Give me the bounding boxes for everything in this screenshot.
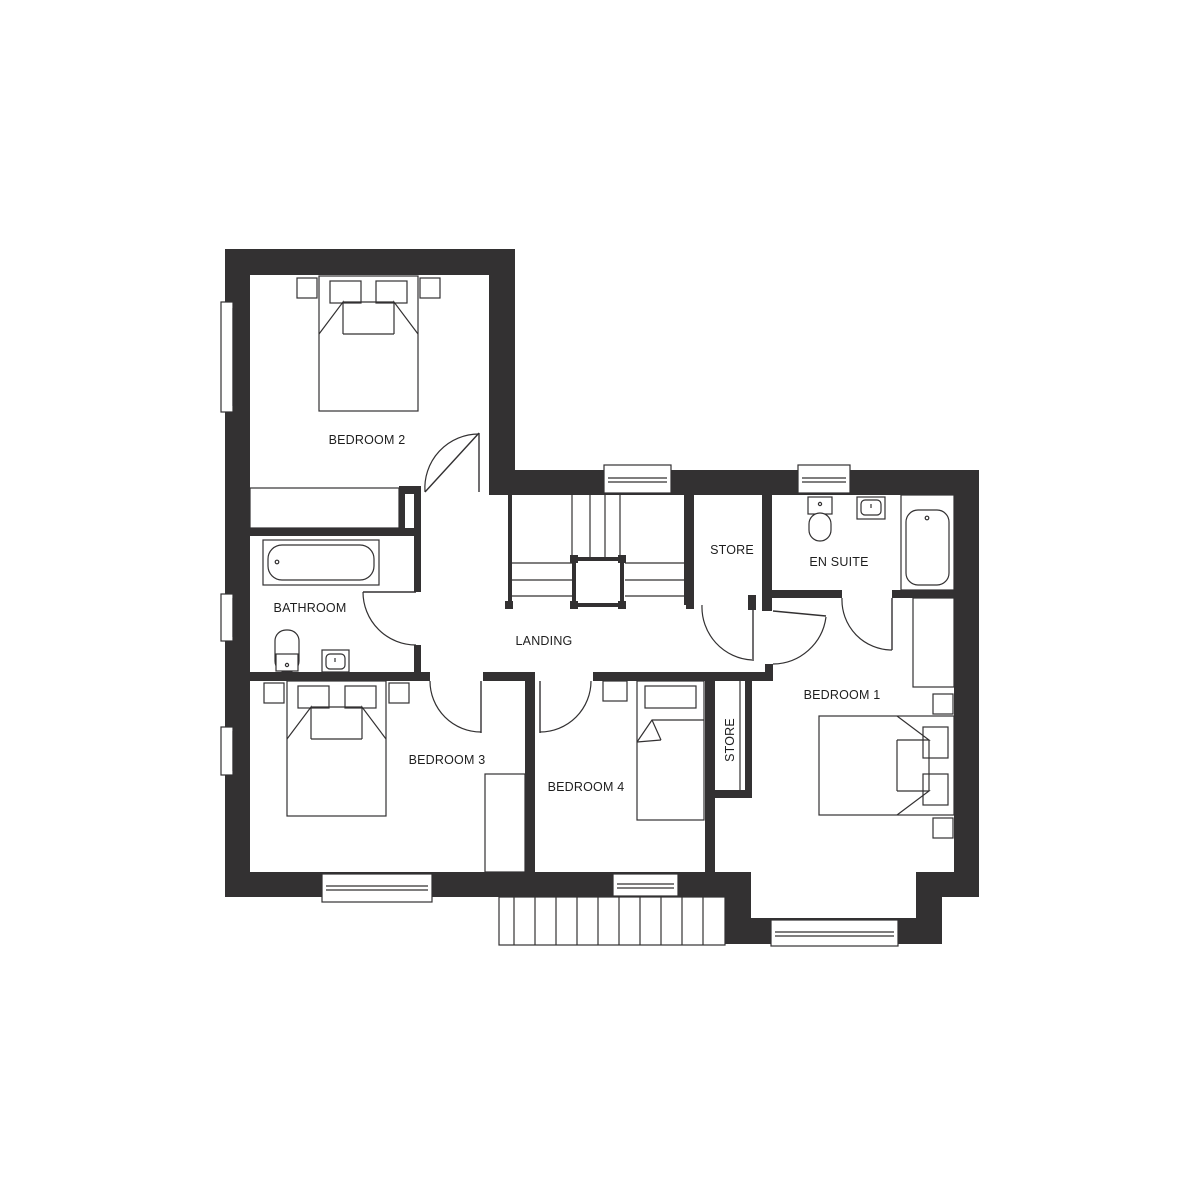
window-en-suite xyxy=(797,464,851,494)
front-steps xyxy=(498,896,726,946)
bedroom-3-furniture xyxy=(263,680,526,873)
staircase xyxy=(505,495,694,609)
doors xyxy=(362,432,893,733)
door-bedroom-3 xyxy=(429,680,482,733)
label-bedroom-2: BEDROOM 2 xyxy=(329,433,406,447)
window-bedroom-1-bay xyxy=(770,919,899,947)
basin-icon xyxy=(856,496,886,520)
label-en-suite: EN SUITE xyxy=(809,555,868,569)
window-bedroom-4 xyxy=(612,873,679,897)
label-bathroom: BATHROOM xyxy=(274,601,347,615)
windows xyxy=(220,301,899,947)
label-store-top: STORE xyxy=(710,543,754,557)
door-en-suite xyxy=(841,597,893,651)
door-bathroom xyxy=(362,591,417,646)
window-bedroom-2 xyxy=(220,301,238,413)
bathroom-fixtures xyxy=(262,539,380,673)
window-bathroom xyxy=(220,593,238,642)
door-bedroom-1 xyxy=(772,610,827,665)
window-bedroom-3-front xyxy=(321,873,433,903)
door-bedroom-4 xyxy=(539,680,592,733)
en-suite-fixtures xyxy=(807,494,955,591)
basin-icon xyxy=(321,649,350,673)
door-bedroom-2 xyxy=(424,432,480,493)
label-bedroom-3: BEDROOM 3 xyxy=(409,753,486,767)
label-store-side: STORE xyxy=(723,718,737,762)
label-bedroom-4: BEDROOM 4 xyxy=(548,780,625,794)
window-landing xyxy=(603,464,672,494)
side-store-fittings xyxy=(711,681,741,790)
window-bedroom-3-side xyxy=(220,726,238,776)
bedroom-1-furniture xyxy=(818,597,955,839)
bedroom-4-furniture xyxy=(602,680,705,821)
toilet-icon xyxy=(807,496,833,542)
label-bedroom-1: BEDROOM 1 xyxy=(804,688,881,702)
door-store xyxy=(701,604,754,661)
label-landing: LANDING xyxy=(516,634,573,648)
toilet-icon xyxy=(274,629,300,673)
interior-walls xyxy=(250,486,954,872)
room-labels: BEDROOM 2 BATHROOM LANDING STORE EN SUIT… xyxy=(274,433,881,794)
bedroom-2-furniture xyxy=(249,275,441,529)
